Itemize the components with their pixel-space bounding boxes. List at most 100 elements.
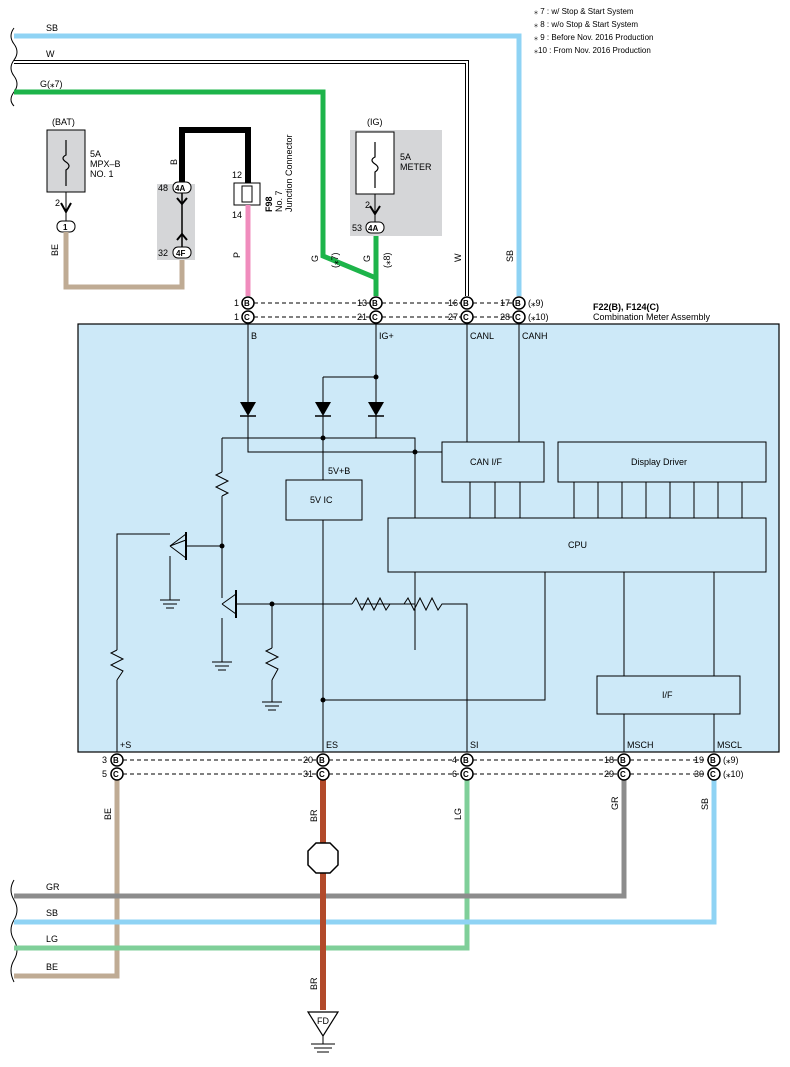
jc-conn-b <box>172 246 192 259</box>
pin-s-c <box>110 767 124 781</box>
fuse-ig-connector-label: 4A <box>368 224 378 233</box>
jc-name2: Junction Connector <box>284 134 294 212</box>
5v-ic-block <box>285 479 363 521</box>
pin-s-b <box>110 753 124 767</box>
module-title-id: F22(B), F124(C) <box>593 302 659 312</box>
internal-grounds <box>160 598 282 711</box>
wire-label-w: W <box>46 49 55 59</box>
cpu-label: CPU <box>568 540 587 550</box>
fuse-ig-pin: 2 <box>365 200 370 210</box>
fuse-bat-icon <box>62 140 70 186</box>
wire-label-g1: G <box>310 255 320 262</box>
pin-ig-b-label: B <box>372 299 378 308</box>
pin-canh-b-label: B <box>515 299 521 308</box>
vlabel-gr: GR <box>610 796 620 810</box>
pin-es-b-label: B <box>319 756 325 765</box>
pin-canh-b-note: (⁎9) <box>528 298 544 308</box>
diode-mid <box>315 402 331 416</box>
wire-w <box>14 61 468 296</box>
vlabel-sb: SB <box>700 798 710 810</box>
junction-5v <box>320 435 326 441</box>
vlabel-be: BE <box>103 808 113 820</box>
jc-pin-bot: 14 <box>232 210 242 220</box>
fuse-ig-arrow <box>369 205 381 216</box>
pin-ig-b-num: 13 <box>357 298 367 308</box>
wire-break-top <box>10 27 18 107</box>
pin-canh-b-num: 17 <box>500 298 510 308</box>
pin-es-c-label: C <box>319 770 325 779</box>
pin-ig-c-label: C <box>372 313 378 322</box>
pin-si-b-label: B <box>463 756 469 765</box>
pin-ig-c-num: 21 <box>357 312 367 322</box>
if-block <box>596 675 741 715</box>
pin-b-b-label: B <box>244 299 250 308</box>
fuse-bat-name: MPX–B <box>90 159 121 169</box>
fuse-bat-no: NO. 1 <box>90 169 114 179</box>
pin-msch-b-num: 18 <box>604 755 614 765</box>
display-driver-label: Display Driver <box>631 457 687 467</box>
jc-conn-a-num: 48 <box>158 183 168 193</box>
jc-conn-a-label: 4A <box>175 184 185 193</box>
pin-canl-b-num: 16 <box>448 298 458 308</box>
wire-label-gr: GR <box>46 882 60 892</box>
jc-name1: No. 7 <box>274 190 284 212</box>
pin-si-c <box>460 767 474 781</box>
wire-label-p: P <box>232 252 242 258</box>
wire-label-sb-top: SB <box>46 23 58 33</box>
pin-si-c-num: 6 <box>452 769 457 779</box>
pin-mscl-b-note: (⁎9) <box>723 755 739 765</box>
fuse-ig-conn-num: 53 <box>352 223 362 233</box>
jc-arrow-a <box>176 197 188 206</box>
pin-es-b <box>316 753 330 767</box>
cpu-block <box>387 517 767 573</box>
pin-si-b-num: 4 <box>452 755 457 765</box>
pin-s-b-label: B <box>113 756 119 765</box>
fuse-ig-source: (IG) <box>367 117 383 127</box>
ground-fd <box>306 1011 340 1038</box>
fuse-bat-pin: 2 <box>55 198 60 208</box>
wire-sb-top <box>14 33 522 296</box>
fuse-ig-rating: 5A <box>400 152 411 162</box>
sig-es: ES <box>326 740 338 750</box>
note-9: ⁎ 9 : Before Nov. 2016 Production <box>534 33 653 42</box>
fuse-bat-connector-label: 1 <box>63 223 68 232</box>
wire-label-g1-note: (⁎7) <box>330 252 340 268</box>
jc-conn-b-num: 32 <box>158 248 168 258</box>
bottom-pin-row: B 3 C 5 B 20 C 31 B 4 C 6 B 18 C 29 B 19… <box>102 753 744 781</box>
wire-be-bottom <box>14 780 120 979</box>
pin-si-c-label: C <box>463 770 469 779</box>
wire-b-jc <box>179 127 251 186</box>
diode-b <box>240 402 256 416</box>
fuse-ig-icon <box>371 142 379 188</box>
wire-label-w-vert: W <box>453 253 463 262</box>
note-7: ⁎ 7 : w/ Stop & Start System <box>534 7 634 16</box>
pin-es-b-num: 20 <box>303 755 313 765</box>
jc-id: F98 <box>264 196 274 212</box>
wire-sb-bottom <box>14 780 717 925</box>
wire-label-b: B <box>169 159 179 165</box>
pin-mscl-b-label: B <box>710 756 716 765</box>
junction-tr2 <box>269 601 275 607</box>
junction-es <box>320 697 326 703</box>
vlabel-lg: LG <box>453 808 463 820</box>
pin-b-c-num: 1 <box>234 312 239 322</box>
sig-si: SI <box>470 740 479 750</box>
5v-ic-label: 5V IC <box>310 495 333 505</box>
vlabel-br1: BR <box>309 809 319 822</box>
wire-be-bat <box>63 232 185 290</box>
wire-label-be-bottom: BE <box>46 962 58 972</box>
sig-s: +S <box>120 740 131 750</box>
resistor-gnd <box>264 647 280 681</box>
pin-b-b <box>241 296 255 310</box>
pin-s-c-num: 5 <box>102 769 107 779</box>
pin-mscl-b-num: 19 <box>694 755 704 765</box>
pin-canl-c-label: C <box>463 313 469 322</box>
wire-label-sb-bottom: SB <box>46 908 58 918</box>
wire-lg-bottom <box>14 780 470 951</box>
pin-canh-c-note: (⁎10) <box>528 312 549 322</box>
junction-b <box>412 449 418 455</box>
note-8: ⁎ 8 : w/o Stop & Start System <box>534 20 638 29</box>
pin-canh-c-num: 28 <box>500 312 510 322</box>
sig-canh: CANH <box>522 331 548 341</box>
